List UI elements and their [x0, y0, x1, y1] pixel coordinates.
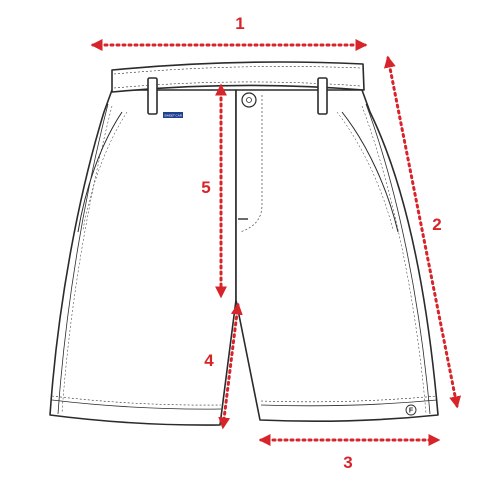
measure-label-4: 4	[204, 351, 214, 370]
measure-label-5: 5	[201, 178, 210, 197]
belt-loop-left	[147, 77, 158, 115]
belt-loop-right	[317, 77, 328, 115]
left-pocket	[77, 111, 123, 233]
measurement-labels: 1 2 3 4 5	[201, 14, 441, 472]
brand-tag	[163, 112, 183, 118]
shorts-drawing: SWEET CAR F	[49, 61, 439, 426]
waistband-topstitch	[113, 66, 362, 75]
brand-tag-text: SWEET CAR	[164, 114, 183, 118]
left-hem	[51, 399, 222, 410]
fly-stitch	[239, 95, 263, 233]
waistband-bottomstitch	[113, 81, 362, 89]
measure-label-3: 3	[343, 453, 352, 472]
measure-2-outseam	[383, 55, 462, 409]
measure-label-1: 1	[235, 14, 244, 33]
right-hem-stitch	[260, 395, 438, 403]
measurement-lines	[90, 39, 462, 446]
measure-label-2: 2	[432, 215, 441, 234]
left-hem-stitch	[51, 395, 222, 406]
waist-button-center	[246, 97, 252, 103]
corner-mark-text: F	[409, 408, 414, 415]
left-side-seam	[57, 103, 109, 415]
measure-4-inseam	[218, 302, 243, 430]
left-pocket-stitch	[82, 111, 128, 231]
left-leg	[49, 89, 237, 426]
